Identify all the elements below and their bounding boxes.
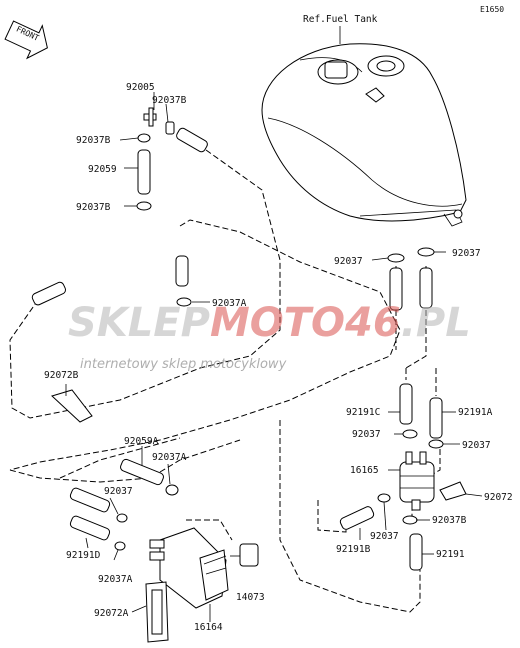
label-92037-bottom: 92037 xyxy=(370,531,399,542)
part-14073 xyxy=(239,543,259,567)
label-92037-tank-left: 92037 xyxy=(334,256,363,267)
ref-fuel-tank-label: Ref.Fuel Tank xyxy=(303,14,378,25)
watermark-tagline: internetowy sklep motocyklowy xyxy=(80,357,287,372)
hose-left-short xyxy=(31,281,67,306)
hose-tank-right xyxy=(419,267,433,309)
label-92037-tank-right: 92037 xyxy=(452,248,481,259)
label-92037a-mid: 92037A xyxy=(212,298,247,309)
label-92191d: 92191D xyxy=(66,550,101,561)
label-92037-filter-left: 92037 xyxy=(352,429,381,440)
clip-92037-bottom xyxy=(377,493,391,503)
front-arrow-icon xyxy=(4,20,48,60)
hose-92191 xyxy=(409,533,423,571)
band-92072b xyxy=(51,384,93,423)
label-92072: 92072 xyxy=(484,492,513,503)
label-92037b-lower: 92037B xyxy=(76,202,111,213)
hose-92191d xyxy=(69,515,111,541)
label-92191a: 92191A xyxy=(458,407,493,418)
label-92072a: 92072A xyxy=(94,608,129,619)
clip-92037b-top xyxy=(165,121,175,135)
fuel-filter-16165 xyxy=(399,451,435,511)
leader-lines xyxy=(85,92,483,622)
hose-tank-left xyxy=(389,267,403,311)
label-92191: 92191 xyxy=(436,549,465,560)
clip-92037b-left xyxy=(137,133,151,143)
label-92037a-low: 92037A xyxy=(98,574,133,585)
canister-16164 xyxy=(149,527,229,609)
hose-canister-mid xyxy=(69,487,111,513)
label-92005: 92005 xyxy=(126,82,155,93)
label-92191c: 92191C xyxy=(346,407,380,418)
clip-92037-tank-right xyxy=(417,247,435,257)
label-92191b: 92191B xyxy=(336,544,371,555)
hose-92191a xyxy=(429,397,443,439)
watermark-logo: SKLEPMOTO46.PL xyxy=(68,300,471,346)
clip-92037-tank-left xyxy=(387,253,405,263)
clip-92037a-mid xyxy=(176,297,192,307)
bracket-92072 xyxy=(439,481,467,501)
label-92037b-left: 92037B xyxy=(76,135,111,146)
label-14073: 14073 xyxy=(236,592,265,603)
label-92037b-filter: 92037B xyxy=(432,515,467,526)
clip-92037-filter-right xyxy=(428,439,444,449)
hose-92037a-tube xyxy=(175,255,189,287)
fuel-tank xyxy=(261,43,467,227)
clip-92037a-low xyxy=(114,541,126,551)
fitting-92005 xyxy=(143,107,157,127)
clip-92037a-can xyxy=(165,484,179,496)
clip-92037b-lower xyxy=(136,201,152,211)
label-92059: 92059 xyxy=(88,164,117,175)
label-16164: 16164 xyxy=(194,622,223,633)
label-92037-can: 92037 xyxy=(104,486,133,497)
label-92037a-can: 92037A xyxy=(152,452,187,463)
label-92037b-top: 92037B xyxy=(152,95,187,106)
label-16165: 16165 xyxy=(350,465,379,476)
label-92072b: 92072B xyxy=(44,370,79,381)
hose-92059 xyxy=(137,149,151,195)
hose-92059a xyxy=(120,458,164,486)
clip-92037b-filter xyxy=(402,515,418,525)
label-92059a: 92059A xyxy=(124,436,159,447)
strap-92072a xyxy=(145,581,169,643)
hose-top-short xyxy=(176,127,208,153)
label-92037-filter-right: 92037 xyxy=(462,440,491,451)
hose-92191c xyxy=(399,383,413,425)
clip-92037-can xyxy=(116,513,128,523)
hose-92191b xyxy=(339,506,375,530)
diagram-code: E1650 xyxy=(480,5,504,14)
clip-92037-filter-left xyxy=(402,429,418,439)
